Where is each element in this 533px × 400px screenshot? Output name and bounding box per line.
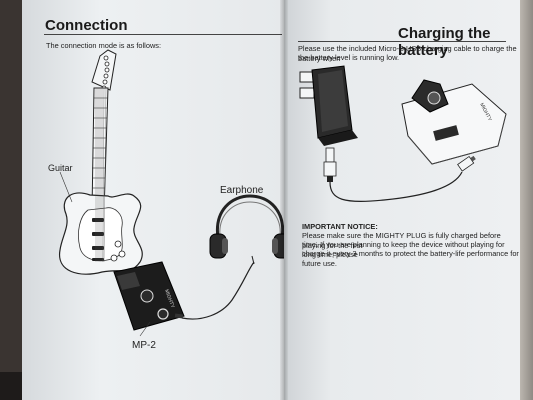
guitar-label: Guitar	[48, 163, 73, 173]
notice-line3: charge it every 3 months to protect the …	[302, 249, 519, 268]
charging-device-graphic: MIGHTY	[401, 79, 507, 165]
right-page: Charging the battery Please use the incl…	[284, 0, 520, 400]
wall-charger-graphic	[299, 65, 358, 146]
charging-diagram: MIGHTY	[299, 65, 507, 203]
connection-diagram: MIGHTY	[59, 49, 284, 337]
charging-intro-line1: Please use the included Micro-B USB char…	[298, 44, 517, 63]
title-rule	[298, 41, 506, 42]
usb-plug-graphic	[323, 147, 337, 182]
micro-usb-plug-graphic	[457, 155, 476, 172]
title-rule	[44, 34, 282, 35]
mp2-device-graphic: MIGHTY	[113, 261, 185, 331]
next-page-edge	[516, 0, 533, 400]
notice-line1: Please make sure the MIGHTY PLUG is full…	[302, 231, 501, 250]
connection-intro: The connection mode is as follows:	[46, 41, 162, 50]
device-label: MP-2	[132, 340, 156, 351]
left-page: Connection The connection mode is as fol…	[22, 0, 284, 400]
page-title-charging: Charging the battery	[398, 25, 491, 59]
notice-heading: IMPORTANT NOTICE:	[302, 222, 378, 231]
headphones-graphic	[209, 194, 284, 265]
book-spine-fold	[280, 0, 288, 400]
page-title-connection: Connection	[45, 17, 128, 34]
earphone-label: Earphone	[220, 185, 264, 196]
charging-intro-line2: the battery level is running low.	[298, 53, 400, 62]
notice-line2: time. If you are planning to keep the de…	[302, 240, 505, 259]
